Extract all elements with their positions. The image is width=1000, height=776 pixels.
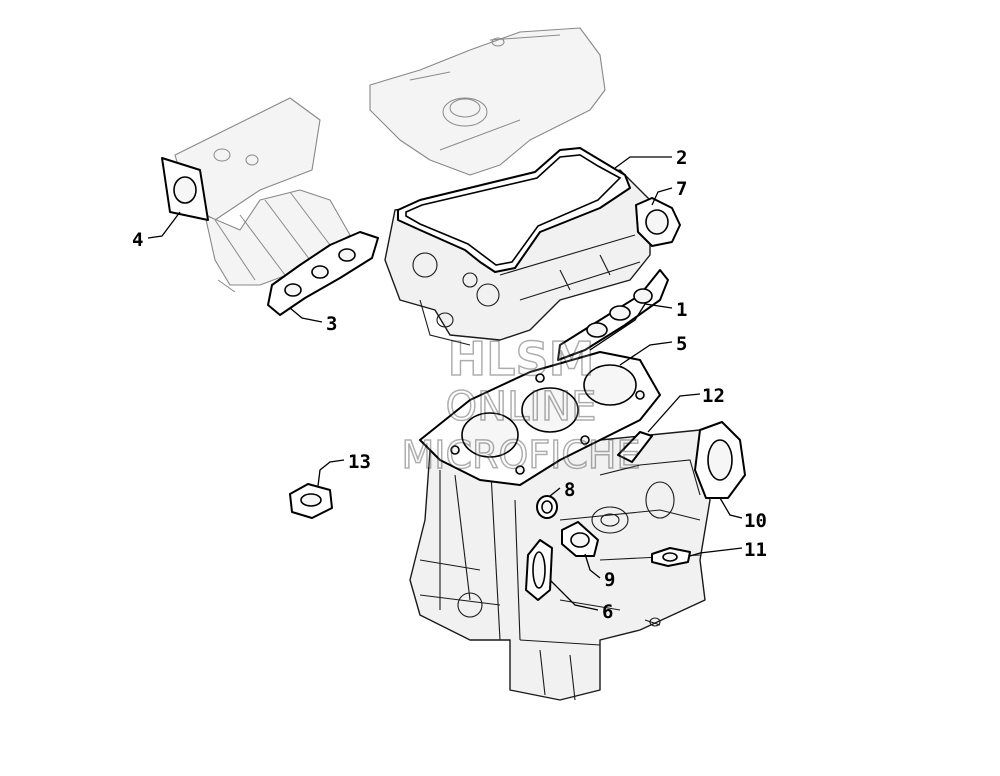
watermark: HLSM ONLINE MICROFICHE (401, 331, 642, 478)
callout-4: 4 (132, 229, 143, 251)
valve-cover (369, 27, 606, 176)
callout-11: 11 (744, 539, 767, 561)
callout-numbers: 1 2 3 4 5 6 7 8 9 10 11 12 13 (132, 147, 767, 623)
engine-block (409, 429, 711, 701)
thermostat-gasket (289, 483, 333, 519)
callout-13: 13 (348, 451, 371, 473)
o-ring (536, 495, 558, 519)
exhaust-manifold-gasket (557, 269, 669, 361)
small-strip-gasket (617, 431, 653, 463)
watermark-line-3: MICROFICHE (401, 433, 640, 477)
callout-7: 7 (676, 178, 687, 200)
callout-10: 10 (744, 510, 767, 532)
callout-3: 3 (326, 313, 337, 335)
oval-seal (525, 539, 553, 601)
valve-cover-gasket (397, 147, 631, 273)
water-outlet-gasket (635, 197, 681, 247)
intake-manifold-gasket (267, 231, 379, 316)
watermark-line-1: HLSM (448, 332, 595, 386)
watermark-line-2: ONLINE (446, 384, 597, 430)
throttle-body-gasket (161, 157, 209, 221)
callout-5: 5 (676, 333, 687, 355)
callout-2: 2 (676, 147, 687, 169)
callout-9: 9 (604, 569, 615, 591)
callout-1: 1 (676, 299, 687, 321)
leader-lines (147, 156, 743, 611)
callout-6: 6 (602, 601, 613, 623)
head-gasket (419, 351, 661, 486)
water-pump-gasket (561, 521, 599, 557)
callout-8: 8 (564, 479, 575, 501)
small-flange-gasket (651, 547, 691, 567)
cover-plate-gasket (694, 421, 746, 499)
callout-12: 12 (702, 385, 725, 407)
